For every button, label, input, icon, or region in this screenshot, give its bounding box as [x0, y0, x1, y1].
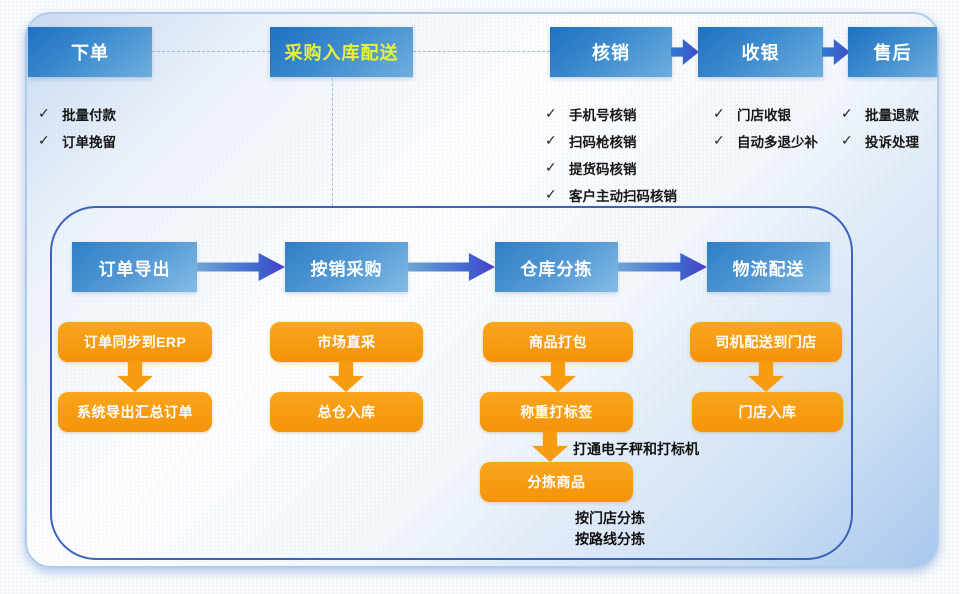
step-box-pack-goods: 商品打包 [483, 322, 633, 362]
step-label: 总仓入库 [317, 404, 376, 420]
step-label: 订单同步到ERP [83, 334, 187, 350]
checklist-item: ✓ 扫码枪核销 [545, 127, 637, 154]
step-label: 门店入库 [738, 404, 797, 420]
step-label: 称重打标签 [520, 404, 593, 420]
stage-label-aftersales: 售后 [873, 43, 912, 63]
flow-label-purchase-by-sales: 按销采购 [310, 259, 383, 279]
flow-box-warehouse-sorting: 仓库分拣 [495, 242, 618, 292]
step-box-weigh-and-label: 称重打标签 [480, 392, 633, 432]
checklist-item-label: 自动多退少补 [737, 134, 818, 150]
dashed-connector [152, 51, 270, 52]
checklist-item: ✓ 批量付款 [38, 100, 116, 127]
dashed-connector [413, 51, 550, 52]
checklist-item: ✓ 自动多退少补 [713, 127, 818, 154]
check-icon: ✓ [38, 132, 50, 148]
check-icon: ✓ [545, 159, 557, 175]
stage-box-aftersales: 售后 [848, 27, 937, 77]
checklist-item-label: 提货码核销 [569, 161, 637, 177]
stage-box-purchase-inbound-delivery: 采购入库配送 [270, 27, 413, 77]
stage-label-verification: 核销 [592, 43, 630, 63]
flow-label-warehouse-sorting: 仓库分拣 [520, 259, 593, 279]
check-icon: ✓ [545, 105, 557, 121]
stage-label-purchase-inbound-delivery: 采购入库配送 [284, 43, 399, 63]
step-box-store-inbound: 门店入库 [692, 392, 843, 432]
check-icon: ✓ [545, 132, 557, 148]
checklist-item-label: 客户主动扫码核销 [569, 188, 677, 204]
step-box-driver-delivery-to-store: 司机配送到门店 [690, 322, 842, 362]
checklist-item-label: 门店收银 [737, 107, 791, 123]
checklist-item-label: 投诉处理 [865, 134, 919, 150]
annotation-sort-by-route: 按路线分拣 [575, 531, 645, 547]
check-icon: ✓ [713, 132, 725, 148]
stage-box-cashier: 收银 [698, 27, 823, 77]
step-label: 分拣商品 [527, 474, 586, 490]
flow-label-order-export: 订单导出 [98, 259, 171, 279]
checklist-item: ✓ 订单挽留 [38, 127, 116, 154]
checklist-item: ✓ 投诉处理 [841, 127, 919, 154]
checklist-item-label: 批量退款 [865, 107, 919, 123]
step-box-central-warehouse-inbound: 总仓入库 [270, 392, 423, 432]
step-label: 司机配送到门店 [715, 334, 817, 350]
flow-label-logistics-delivery: 物流配送 [732, 259, 805, 279]
stage-box-order: 下单 [28, 27, 152, 77]
checklist-item-label: 订单挽留 [62, 134, 116, 150]
step-label: 系统导出汇总订单 [77, 404, 193, 420]
step-box-sort-goods: 分拣商品 [480, 462, 633, 502]
check-icon: ✓ [841, 105, 853, 121]
checklist-item: ✓ 提货码核销 [545, 154, 637, 181]
stage-label-order: 下单 [71, 43, 109, 63]
flow-box-purchase-by-sales: 按销采购 [285, 242, 408, 292]
annotation-scale-labeler: 打通电子秤和打标机 [573, 441, 699, 457]
step-label: 商品打包 [529, 334, 587, 350]
checklist-item: ✓ 手机号核销 [545, 100, 637, 127]
step-box-sync-erp: 订单同步到ERP [58, 322, 212, 362]
step-label: 市场直采 [317, 334, 376, 350]
checklist-item-label: 批量付款 [62, 107, 116, 123]
check-icon: ✓ [841, 132, 853, 148]
step-box-export-summary-orders: 系统导出汇总订单 [58, 392, 212, 432]
dashed-connector-vertical [332, 78, 333, 206]
flow-box-logistics-delivery: 物流配送 [707, 242, 830, 292]
checklist-item: ✓ 客户主动扫码核销 [545, 181, 677, 208]
fulfillment-flow-container [50, 206, 853, 560]
check-icon: ✓ [545, 186, 557, 202]
checklist-item-label: 扫码枪核销 [569, 134, 637, 150]
flow-box-order-export: 订单导出 [72, 242, 197, 292]
checklist-item: ✓ 门店收银 [713, 100, 791, 127]
check-icon: ✓ [713, 105, 725, 121]
annotation-sort-by-store: 按门店分拣 [575, 510, 645, 526]
checklist-item: ✓ 批量退款 [841, 100, 919, 127]
stage-label-cashier: 收银 [741, 43, 780, 63]
check-icon: ✓ [38, 105, 50, 121]
checklist-item-label: 手机号核销 [569, 107, 637, 123]
stage-box-verification: 核销 [550, 27, 672, 77]
step-box-market-direct-purchase: 市场直采 [270, 322, 423, 362]
